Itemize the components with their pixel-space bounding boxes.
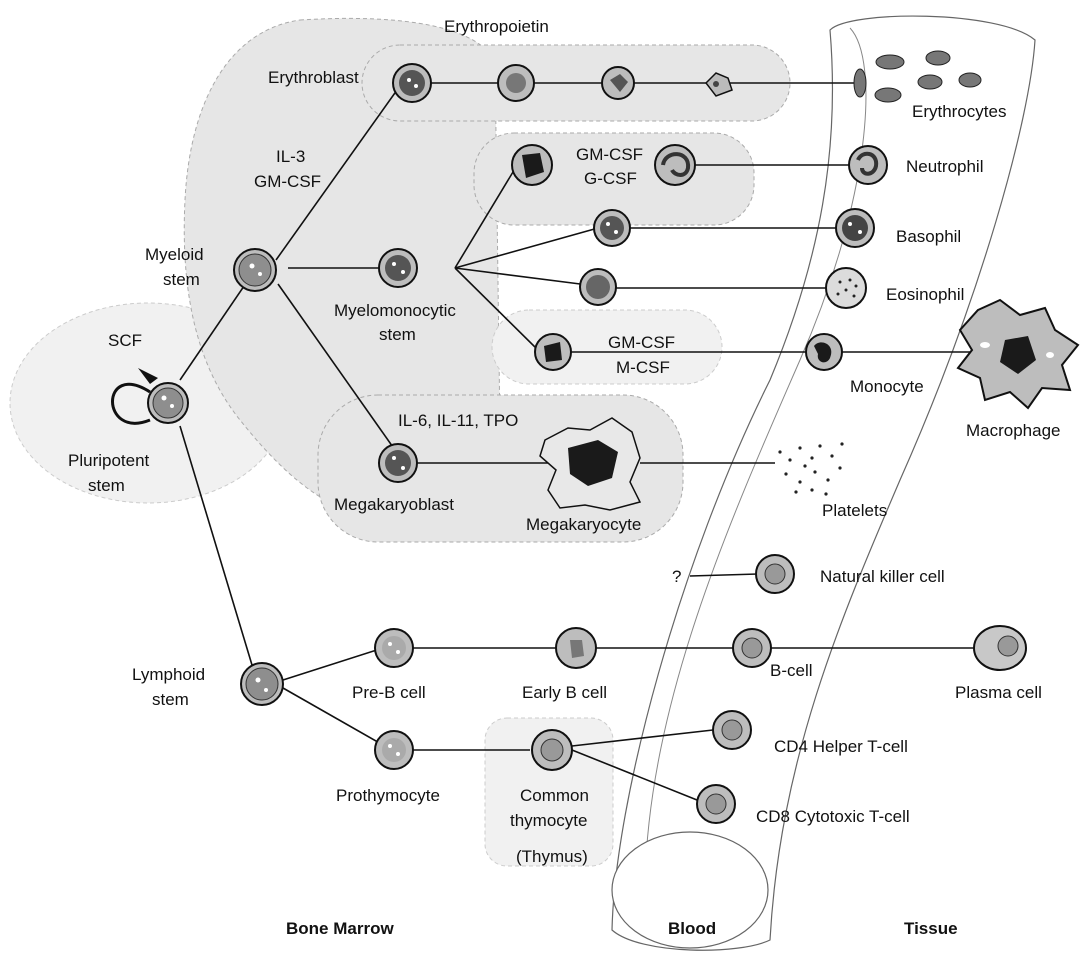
pre-b-cell [374, 628, 414, 668]
blood-vessel-bottom [611, 831, 769, 949]
label-question: ? [672, 567, 681, 586]
label-megakaryocyte: Megakaryocyte [526, 515, 641, 534]
label-early-b-cell: Early B cell [522, 683, 607, 702]
blood-vessel-outline [611, 15, 1036, 951]
early-b-cell [555, 627, 597, 669]
label-plasma-cell: Plasma cell [955, 683, 1042, 702]
label-gcsf: G-CSF [584, 169, 637, 188]
erythrocytes-icon [853, 50, 982, 103]
label-thymus: (Thymus) [516, 847, 588, 866]
label-scf: SCF [108, 331, 142, 350]
label-macrophage: Macrophage [966, 421, 1061, 440]
label-lymphoid-stem: stem [152, 690, 189, 709]
label-erythropoietin: Erythropoietin [444, 17, 549, 36]
label-tissue: Tissue [904, 919, 958, 938]
label-erythroblast: Erythroblast [268, 68, 359, 87]
label-myelomonocytic: Myelomonocytic [334, 301, 456, 320]
label-lymphoid: Lymphoid [132, 665, 205, 684]
label-thymocyte: thymocyte [510, 811, 587, 830]
basophil-cell [835, 208, 875, 248]
myeloid-stem-cell [233, 248, 277, 292]
label-blood: Blood [668, 919, 716, 938]
label-eosinophil: Eosinophil [886, 285, 964, 304]
label-prothymocyte: Prothymocyte [336, 786, 440, 805]
erythroid-precursor-1 [497, 64, 535, 102]
megakaryocyte-cell [539, 417, 642, 511]
label-megakaryoblast: Megakaryoblast [334, 495, 454, 514]
eosinophil-precursor [579, 268, 617, 306]
monoblast-cell [534, 333, 572, 371]
label-gmcsf-monocyte: GM-CSF [608, 333, 675, 352]
megakaryoblast-cell [378, 443, 418, 483]
prothymocyte-cell [374, 730, 414, 770]
label-erythrocytes: Erythrocytes [912, 102, 1006, 121]
b-cell [732, 628, 772, 668]
blood-vessel-inner [644, 27, 867, 881]
label-gmcsf-myeloid: GM-CSF [254, 172, 321, 191]
myeloblast-cell [511, 144, 553, 186]
label-bone-marrow: Bone Marrow [286, 919, 394, 938]
basophil-precursor [593, 209, 631, 247]
monocyte-cell [805, 333, 843, 371]
label-b-cell: B-cell [770, 661, 813, 680]
common-thymocyte-cell [531, 729, 573, 771]
label-myeloid: Myeloid [145, 245, 204, 264]
self-renewal-arrow [111, 368, 158, 425]
label-cd8: CD8 Cytotoxic T-cell [756, 807, 910, 826]
macrophage-cell [956, 298, 1080, 410]
label-basophil: Basophil [896, 227, 961, 246]
thymus-region [484, 717, 614, 867]
platelets-icon [778, 442, 844, 496]
neutrophil-cell [848, 145, 888, 185]
label-cd4: CD4 Helper T-cell [774, 737, 908, 756]
label-pluripotent-stem: stem [88, 476, 125, 495]
lymphoid-stem-cell [240, 662, 284, 706]
label-gmcsf-neutrophil: GM-CSF [576, 145, 643, 164]
label-mcsf: M-CSF [616, 358, 670, 377]
erythroblast-cell [392, 63, 432, 103]
label-pluripotent: Pluripotent [68, 451, 150, 470]
cd8-t-cell [696, 784, 736, 824]
monocyte-region [491, 309, 723, 385]
pluripotent-stem-cell [147, 382, 189, 424]
label-common: Common [520, 786, 589, 805]
erythroid-precursor-2 [601, 66, 635, 100]
label-il3: IL-3 [276, 147, 305, 166]
label-pre-b-cell: Pre-B cell [352, 683, 426, 702]
label-myeloid-stem: stem [163, 270, 200, 289]
myelomonocytic-stem-cell [378, 248, 418, 288]
granulocyte-precursor [654, 144, 696, 186]
label-platelets: Platelets [822, 501, 887, 520]
label-monocyte: Monocyte [850, 377, 924, 396]
natural-killer-cell [755, 554, 795, 594]
label-il6-il11-tpo: IL-6, IL-11, TPO [398, 411, 518, 430]
edges [179, 82, 985, 801]
label-neutrophil: Neutrophil [906, 157, 984, 176]
eosinophil-cell [825, 267, 867, 309]
reticulocyte [705, 72, 733, 97]
plasma-cell [973, 625, 1027, 671]
label-natural-killer: Natural killer cell [820, 567, 945, 586]
label-myelomonocytic-stem: stem [379, 325, 416, 344]
cd4-t-cell [712, 710, 752, 750]
